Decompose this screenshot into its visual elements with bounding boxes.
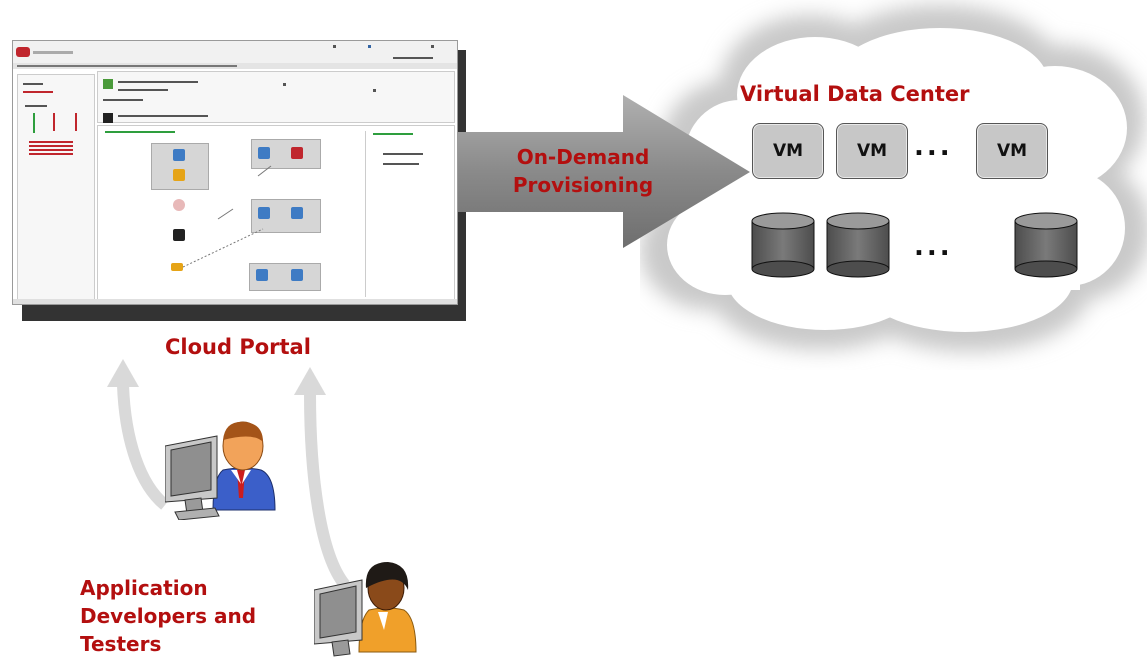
portal-logo-icon [16,47,30,57]
storage-disk-icon [751,212,815,278]
storage-icon [171,263,183,271]
user-access-arrows [107,359,350,589]
topology-node [251,139,321,169]
virtual-data-center-title: Virtual Data Center [740,82,970,106]
server-icon [173,169,185,181]
vm-icon [258,147,270,159]
tester-user-icon [314,562,417,657]
provisioning-arrow [458,95,750,248]
users-label-line3: Testers [80,632,162,656]
header-icon [103,79,113,89]
storage-disk-icon [826,212,890,278]
users-label-line2: Developers and [80,604,257,628]
router-icon [173,149,185,161]
provisioning-label-line2: Provisioning [512,173,654,197]
vm-icon [291,207,303,219]
provisioning-label: On-Demand Provisioning [493,143,673,199]
developer-user-icon [165,421,276,520]
vm-icon [258,207,270,219]
gateway-icon [173,229,185,241]
firewall-icon [173,199,185,211]
vm-box: VM [836,123,908,179]
vm-box: VM [976,123,1048,179]
vm-box: VM [752,123,824,179]
vm-icon [291,269,303,281]
vm-icon [256,269,268,281]
storage-disk-icon [1014,212,1078,278]
cloud-portal-label: Cloud Portal [165,335,311,359]
vm-icon [291,147,303,159]
cloud-portal-screenshot [12,40,458,305]
provisioning-label-line1: On-Demand [516,145,650,169]
vm-ellipsis: ... [914,132,953,162]
users-label-line1: Application [80,576,208,600]
users-label: Application Developers and Testers [80,574,256,658]
storage-ellipsis: ... [914,232,953,262]
storage-icons [751,212,1078,278]
